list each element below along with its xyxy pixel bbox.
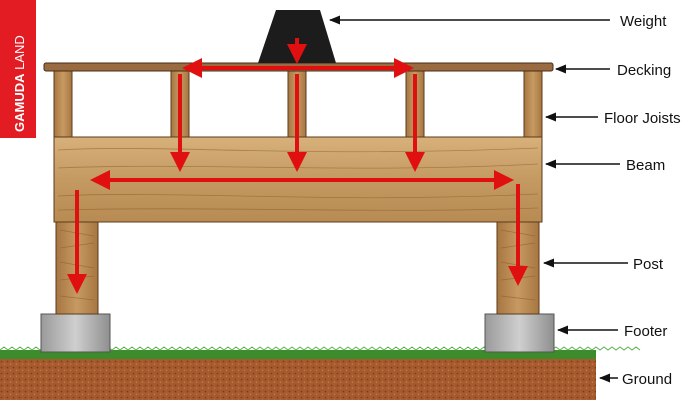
- grass-strip: [0, 350, 596, 359]
- posts: [55, 221, 540, 315]
- soil: [0, 358, 596, 400]
- logo-background: [0, 0, 36, 138]
- component-labels: Weight Decking Floor Joists Beam Post Fo…: [604, 13, 681, 388]
- ground-label: Ground: [622, 371, 672, 388]
- footers: [40, 313, 555, 353]
- weight-label: Weight: [620, 13, 667, 30]
- ground: [0, 346, 641, 400]
- post-label: Post: [633, 256, 664, 273]
- floor-joists-label: Floor Joists: [604, 110, 681, 127]
- joist-1: [53, 70, 73, 138]
- joist-5: [523, 70, 543, 138]
- footer-label: Footer: [624, 323, 667, 340]
- footer-right: [484, 313, 555, 353]
- gamuda-land-logo: GAMUDA LAND: [0, 0, 36, 138]
- callout-arrows: [328, 15, 628, 383]
- load-path-arrows: [67, 38, 528, 294]
- logo-text: GAMUDA LAND: [12, 35, 27, 132]
- footer-left: [40, 313, 111, 353]
- weight-block: [258, 10, 336, 63]
- decking-label: Decking: [617, 62, 671, 79]
- beam-label: Beam: [626, 157, 665, 174]
